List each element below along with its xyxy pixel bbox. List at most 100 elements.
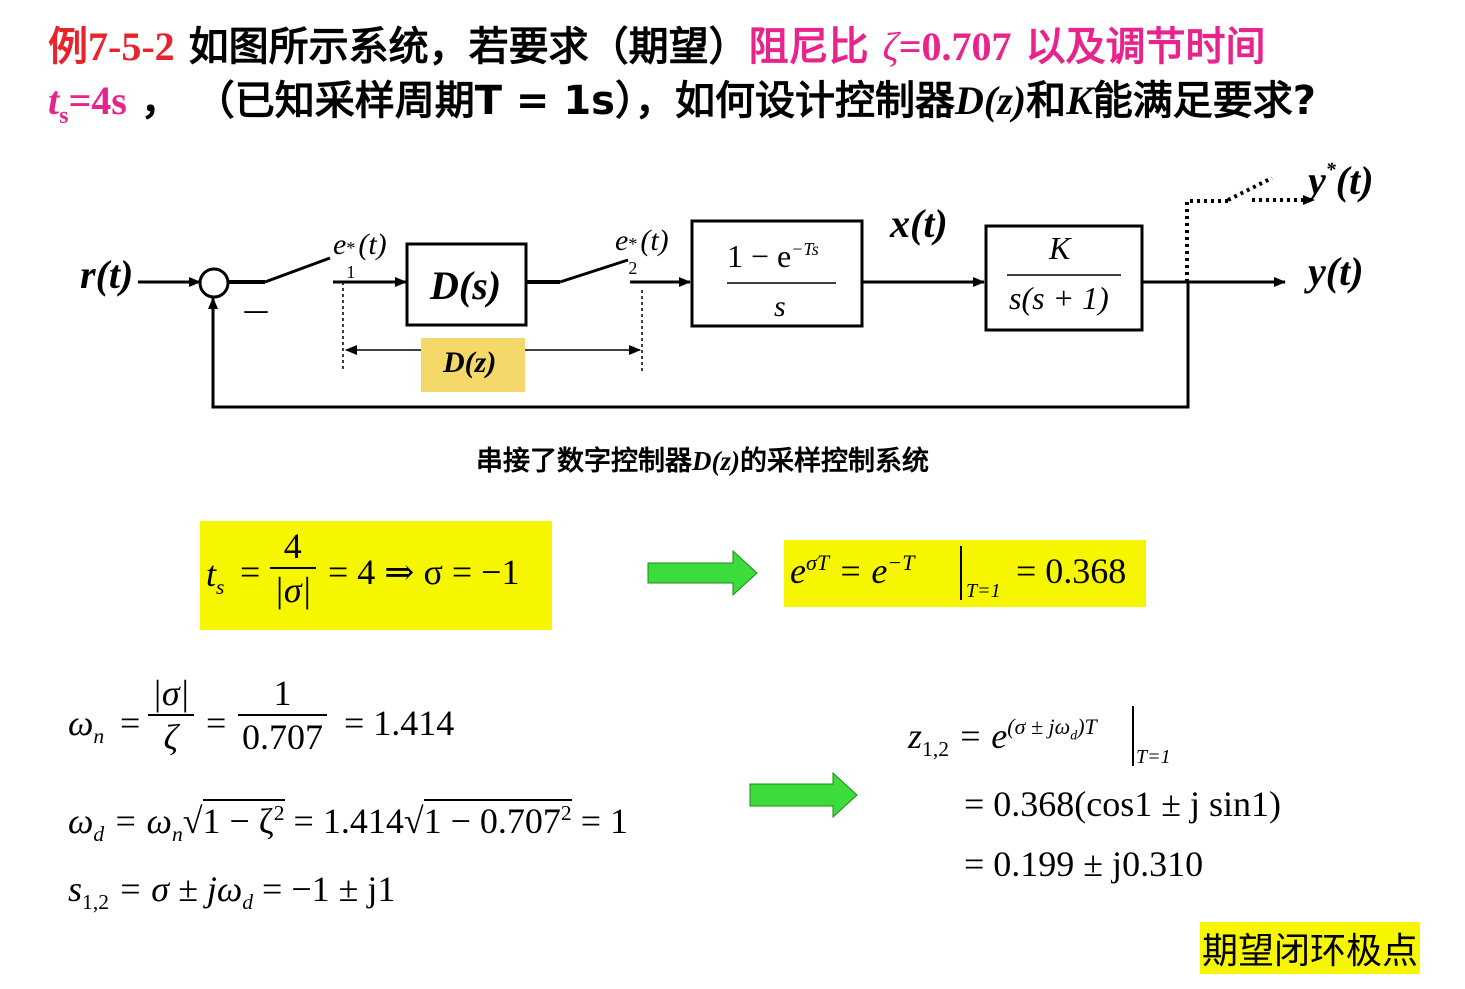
ts-eq-sub: s [216,575,225,600]
wd-equation: ωd = ωn√1 − ζ2 = 1.414√1 − 0.7072 = 1 [68,799,629,847]
wd-lhs-sub: d [93,822,105,847]
wn-frac2: 1 0.707 [238,672,327,758]
ts-value: =4s [68,78,127,123]
wd-sqrt1: √1 − ζ2 [182,799,285,841]
title-Dz: D(z) [955,78,1027,123]
problem-title-line2: ts=4s ， （已知采样周期T = 1s），如何设计控制器D(z)和K能满足要… [48,68,1316,130]
s12-rest1: = σ ± jω [118,869,243,909]
s12-equation: s1,2 = σ ± jωd = −1 ± j1 [68,868,395,915]
title-comma: ， [140,78,181,124]
e2-star: * [628,234,638,254]
title-settling-label: 以及调节时间 [1025,24,1266,70]
zoh-num-text: 1 − e [727,238,792,274]
x-signal-label: x(t) [890,201,948,246]
title-text-3: 能满足要求? [1092,78,1316,124]
Ds-label: D(s) [430,263,502,308]
example-label: 例7-5-2 [48,24,175,69]
plant-denominator: s(s + 1) [1009,280,1109,316]
ts-subscript: s [59,103,69,129]
input-label: r(t) [80,252,134,297]
zoh-denominator: s [774,290,786,323]
esT-exp2: −T [887,550,915,575]
output-sampler-switch [1227,176,1273,202]
green-arrow-2 [749,771,858,819]
title-damping-label: 阻尼比 [748,24,869,70]
title-and: 和 [1026,78,1067,124]
title-text-1: 如图所示系统，若要求（期望） [188,24,749,70]
wn-eq2: = [206,703,227,743]
sampler-1-switch [264,256,331,284]
zeta-value: =0.707 [898,24,1012,69]
ystar-star: * [1325,159,1336,181]
wd-lhs: ω [68,801,94,841]
ts-eq-rest: = 4 ⇒ σ = −1 [328,552,520,592]
desired-poles-label: 期望闭环极点 [1200,922,1421,974]
esT-exp1: σT [805,550,830,575]
esT-eval-sub: T=1 [966,580,1001,602]
feedback-path [208,282,1190,409]
ts-frac-num: 4 [270,525,316,569]
z12-eval-sub: T=1 [1136,746,1171,768]
wn-lhs: ω [68,703,94,743]
wn-frac1: |σ| ζ [148,672,194,758]
z12-exp: (σ ± jω [1007,714,1071,739]
summing-junction [198,267,230,299]
wd-sqrt1-body: 1 − ζ [202,801,274,841]
wd-rest: = 1 [580,801,629,841]
esT-eval-bar [960,546,962,600]
e2-arg: (t) [640,224,669,257]
z12-line2: = 0.368(cos1 ± j sin1) [964,784,1282,824]
ystar-symbol: y [1308,158,1326,203]
wn-frac1-num: |σ| [148,672,194,716]
s12-wd-sub: d [242,890,254,915]
Dz-label: D(z) [443,346,497,379]
wn-frac1-den: ζ [163,717,179,757]
wn-frac2-den: 0.707 [242,717,323,757]
esT-equation-box: eσT = e−T T=1 = 0.368 [784,540,1146,607]
plant-block [984,224,1144,332]
sampler-2-switch [559,258,629,284]
wn-frac2-num: 1 [238,672,327,716]
e1-star: * [346,238,356,258]
e2-symbol: e [615,224,629,257]
Dz-label-box [421,338,525,392]
e1-arg: (t) [358,228,387,261]
ystar-arg: (t) [1335,158,1374,203]
e1-label: e*1(t) [333,228,387,282]
problem-title-line1: 例7-5-2 如图所示系统，若要求（期望）阻尼比 ζ=0.707 以及调节时间 [48,14,1265,72]
zoh-block [690,219,864,328]
Ds-block [405,242,528,327]
diagram-caption: 串接了数字控制器D(z)的采样控制系统 [476,439,929,478]
e2-sub: 2 [628,258,638,278]
ts-symbol: t [48,78,60,123]
sampled-output-branch [1185,199,1228,282]
wn-lhs-sub: n [93,724,105,749]
minus-sign: — [243,296,269,326]
esT-rest: = 0.368 [1016,551,1127,591]
zeta-symbol: ζ [882,24,899,69]
caption-text-a: 串接了数字控制器 [476,446,692,477]
wd-sqrt1-sq: 2 [273,801,285,825]
wd-mid: = 1.414 [293,801,404,841]
ts-equation-box: ts = 4 |σ| = 4 ⇒ σ = −1 [200,521,552,630]
wd-wn-sub: n [171,822,183,847]
esT-expression: eσT = e−T [790,550,914,592]
zoh-numerator: 1 − e−Ts [727,238,819,275]
caption-Dz: D(z) [692,446,740,476]
z12-exp-sub: d [1070,728,1078,744]
title-K: K [1066,78,1093,123]
e1-symbol: e [333,228,347,261]
ts-eq-sign: = [240,552,261,592]
ts-fraction: 4 |σ| [270,525,316,611]
z12-lhs: z [908,716,923,756]
s12-rest2: = −1 ± j1 [262,869,396,909]
wd-eq: = ω [113,801,172,841]
z12-lhs-sub: 1,2 [922,737,950,762]
z12-eval-bar [1132,706,1134,766]
sampled-output-label: y*(t) [1308,157,1374,204]
plant-numerator: K [1049,230,1071,266]
s12-lhs: s [68,869,83,909]
zoh-num-exp: −Ts [791,239,819,259]
wd-sqrt2: √1 − 0.7072 [403,799,572,841]
